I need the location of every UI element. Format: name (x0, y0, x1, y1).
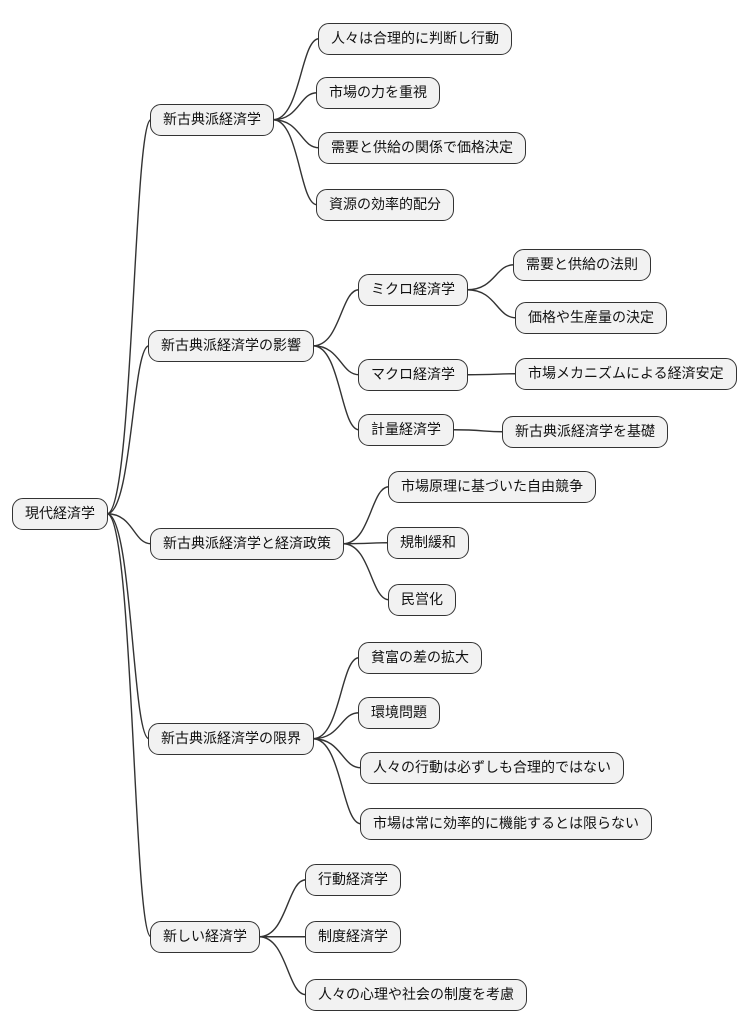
node-law-of-supply-demand: 需要と供給の法則 (513, 249, 651, 281)
node-neoclassical-limits: 新古典派経済学の限界 (148, 723, 314, 755)
node-neoclassical-economics: 新古典派経済学 (150, 104, 274, 136)
node-efficient-allocation: 資源の効率的配分 (316, 189, 454, 221)
node-institutional-economics: 制度経済学 (305, 921, 401, 953)
node-rational-behavior: 人々は合理的に判断し行動 (318, 23, 512, 55)
node-modern-economics: 現代経済学 (12, 498, 108, 530)
node-econometrics: 計量経済学 (358, 414, 454, 446)
node-psychology-institutions: 人々の心理や社会の制度を考慮 (305, 979, 527, 1011)
node-price-output-determination: 価格や生産量の決定 (515, 302, 667, 334)
node-market-not-always-efficient: 市場は常に効率的に機能するとは限らない (360, 808, 652, 840)
node-market-mechanism-stability: 市場メカニズムによる経済安定 (515, 358, 737, 390)
node-neoclassical-foundation: 新古典派経済学を基礎 (502, 416, 668, 448)
node-free-competition: 市場原理に基づいた自由競争 (388, 471, 596, 503)
node-privatization: 民営化 (388, 584, 456, 616)
node-neoclassical-influence: 新古典派経済学の影響 (148, 330, 314, 362)
node-wealth-gap: 貧富の差の拡大 (358, 642, 482, 674)
node-microeconomics: ミクロ経済学 (358, 274, 468, 306)
node-new-economics: 新しい経済学 (150, 921, 260, 953)
node-macroeconomics: マクロ経済学 (358, 359, 468, 391)
node-behavioral-economics: 行動経済学 (305, 864, 401, 896)
node-not-always-rational: 人々の行動は必ずしも合理的ではない (360, 752, 624, 784)
node-deregulation: 規制緩和 (387, 527, 469, 559)
node-environmental-issues: 環境問題 (358, 697, 440, 729)
node-neoclassical-economic-policy: 新古典派経済学と経済政策 (150, 528, 344, 560)
node-market-power: 市場の力を重視 (316, 77, 440, 109)
node-supply-demand-pricing: 需要と供給の関係で価格決定 (318, 132, 526, 164)
